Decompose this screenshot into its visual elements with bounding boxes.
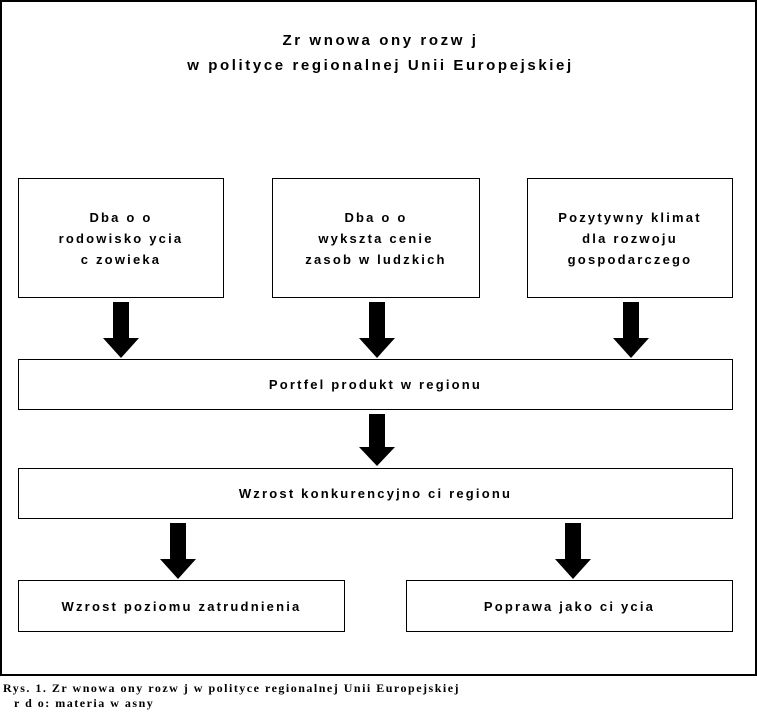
down-arrow-icon-portfolio-to-competitiveness xyxy=(359,414,395,466)
down-arrow-icon-environment-to-portfolio xyxy=(103,302,139,358)
node-box-education: Dba o o wykszta cenie zasob w ludzkich xyxy=(272,178,480,298)
down-arrow-icon-competitiveness-to-employment xyxy=(160,523,196,579)
down-arrow-icon-education-to-portfolio xyxy=(359,302,395,358)
down-arrow-icon-competitiveness-to-quality xyxy=(555,523,591,579)
figure-title: Zr wnowa ony rozw j w polityce regionaln… xyxy=(187,32,574,74)
figure-frame: Zr wnowa ony rozw j w polityce regionaln… xyxy=(0,0,757,676)
node-box-portfolio: Portfel produkt w regionu xyxy=(18,359,733,410)
node-box-quality-of-life: Poprawa jako ci ycia xyxy=(406,580,733,632)
figure-source-note: r d o: materia w asny xyxy=(14,696,155,710)
node-box-employment: Wzrost poziomu zatrudnienia xyxy=(18,580,345,632)
figure-caption: Rys. 1. Zr wnowa ony rozw j w polityce r… xyxy=(3,681,461,695)
node-box-climate: Pozytywny klimat dla rozwoju gospodarcze… xyxy=(527,178,733,298)
down-arrow-icon-climate-to-portfolio xyxy=(613,302,649,358)
node-box-competitiveness: Wzrost konkurencyjno ci regionu xyxy=(18,468,733,519)
node-box-environment: Dba o o rodowisko ycia c zowieka xyxy=(18,178,224,298)
